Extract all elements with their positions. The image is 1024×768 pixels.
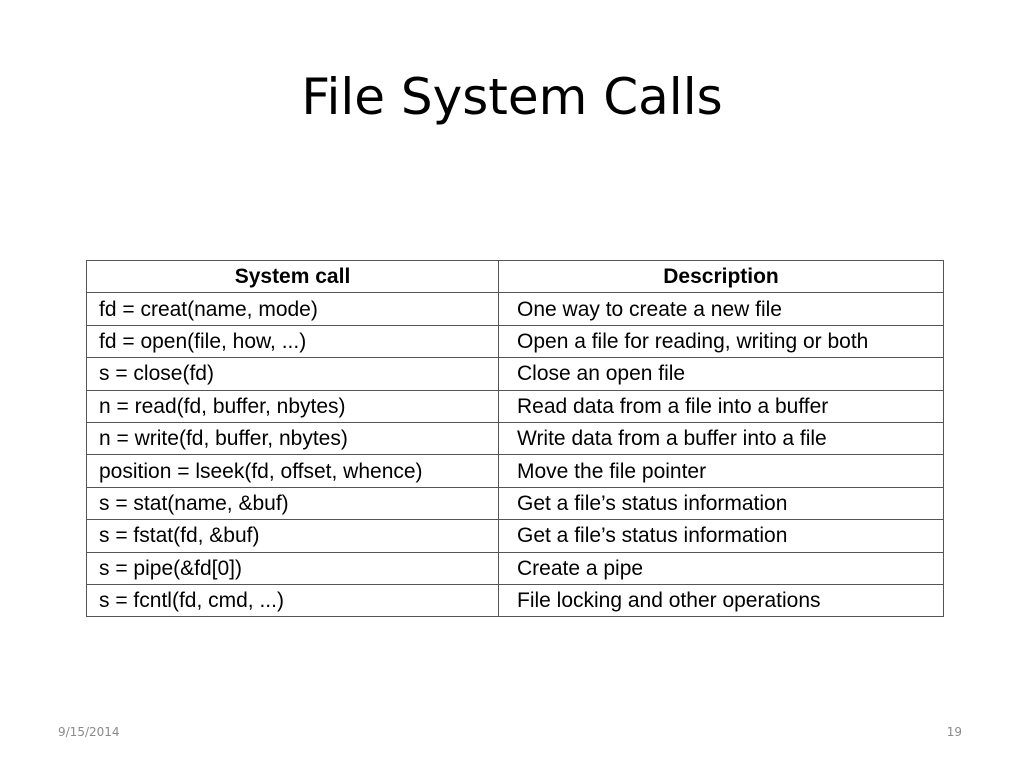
system-call-cell: fd = open(file, how, ...) — [86, 324, 499, 359]
system-call-cell: n = read(fd, buffer, nbytes) — [86, 389, 499, 423]
table-row: s = fcntl(fd, cmd, ...) File locking and… — [86, 583, 944, 618]
table-row: s = pipe(&fd[0]) Create a pipe — [86, 551, 944, 585]
description-cell: Get a file’s status information — [498, 486, 944, 521]
description-cell: One way to create a new file — [498, 292, 944, 326]
slide-title: File System Calls — [301, 68, 723, 126]
description-cell: Close an open file — [498, 357, 944, 391]
table-row: n = read(fd, buffer, nbytes) Read data f… — [86, 389, 944, 423]
column-header-system-call: System call — [86, 259, 499, 294]
description-cell: Open a file for reading, writing or both — [498, 324, 944, 359]
system-call-cell: s = fstat(fd, &buf) — [86, 519, 499, 553]
description-cell: Get a file’s status information — [498, 519, 944, 553]
footer-page-number: 19 — [946, 725, 962, 739]
table-row: s = close(fd) Close an open file — [86, 357, 944, 391]
system-call-cell: s = stat(name, &buf) — [86, 486, 499, 521]
system-call-cell: position = lseek(fd, offset, whence) — [86, 454, 499, 488]
table-header-row: System call Description — [86, 259, 944, 294]
column-header-description: Description — [498, 259, 944, 294]
table-row: position = lseek(fd, offset, whence) Mov… — [86, 454, 944, 488]
system-calls-table-container: System call Description fd = creat(name,… — [86, 259, 944, 618]
description-cell: File locking and other operations — [498, 583, 944, 618]
description-cell: Write data from a buffer into a file — [498, 421, 944, 456]
system-calls-table: System call Description fd = creat(name,… — [86, 259, 944, 618]
system-call-cell: n = write(fd, buffer, nbytes) — [86, 421, 499, 456]
table-row: s = stat(name, &buf) Get a file’s status… — [86, 486, 944, 521]
description-cell: Read data from a file into a buffer — [498, 389, 944, 423]
table-row: fd = creat(name, mode) One way to create… — [86, 292, 944, 326]
system-call-cell: s = pipe(&fd[0]) — [86, 551, 499, 585]
table-row: s = fstat(fd, &buf) Get a file’s status … — [86, 519, 944, 553]
system-call-cell: s = close(fd) — [86, 357, 499, 391]
description-cell: Move the file pointer — [498, 454, 944, 488]
system-call-cell: s = fcntl(fd, cmd, ...) — [86, 583, 499, 618]
table-row: fd = open(file, how, ...) Open a file fo… — [86, 324, 944, 359]
footer-date: 9/15/2014 — [58, 725, 120, 739]
system-call-cell: fd = creat(name, mode) — [86, 292, 499, 326]
description-cell: Create a pipe — [498, 551, 944, 585]
table-row: n = write(fd, buffer, nbytes) Write data… — [86, 421, 944, 456]
